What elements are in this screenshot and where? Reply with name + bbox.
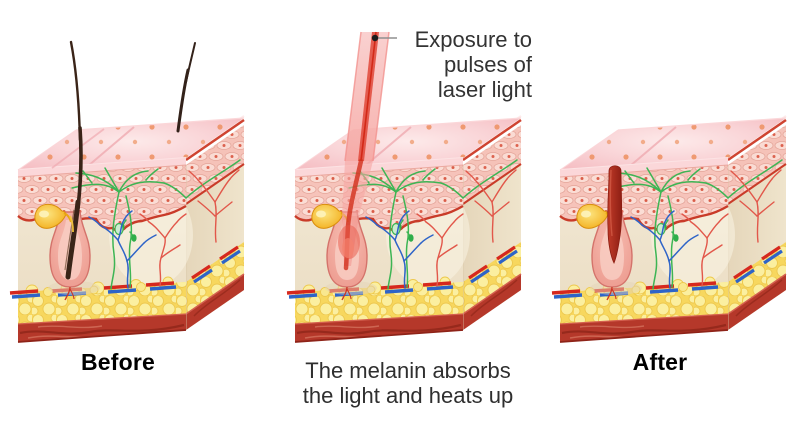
hair-strand-secondary [176, 42, 196, 133]
skin-cube-after [550, 30, 800, 360]
hair-highlight [64, 209, 75, 271]
panel-after-label: After [632, 349, 688, 375]
laser-callout-text: Exposure to pulses of laser light [414, 27, 532, 103]
sebum-streak [69, 215, 74, 233]
skin-cube-base [552, 116, 786, 342]
skin-crease [51, 128, 105, 169]
skin-cube-before [8, 40, 258, 360]
laser-beam [338, 31, 390, 271]
skin-cube-during [285, 31, 535, 360]
callout-dot [371, 34, 379, 42]
destroyed-follicle [607, 165, 623, 264]
melanin-caption: The melanin absorbs the light and heats … [302, 358, 514, 408]
skin-cube-base [287, 116, 521, 342]
panel-before-label: Before [80, 349, 156, 375]
hair-strand-primary [65, 40, 83, 280]
skin-cube-base [10, 116, 244, 342]
